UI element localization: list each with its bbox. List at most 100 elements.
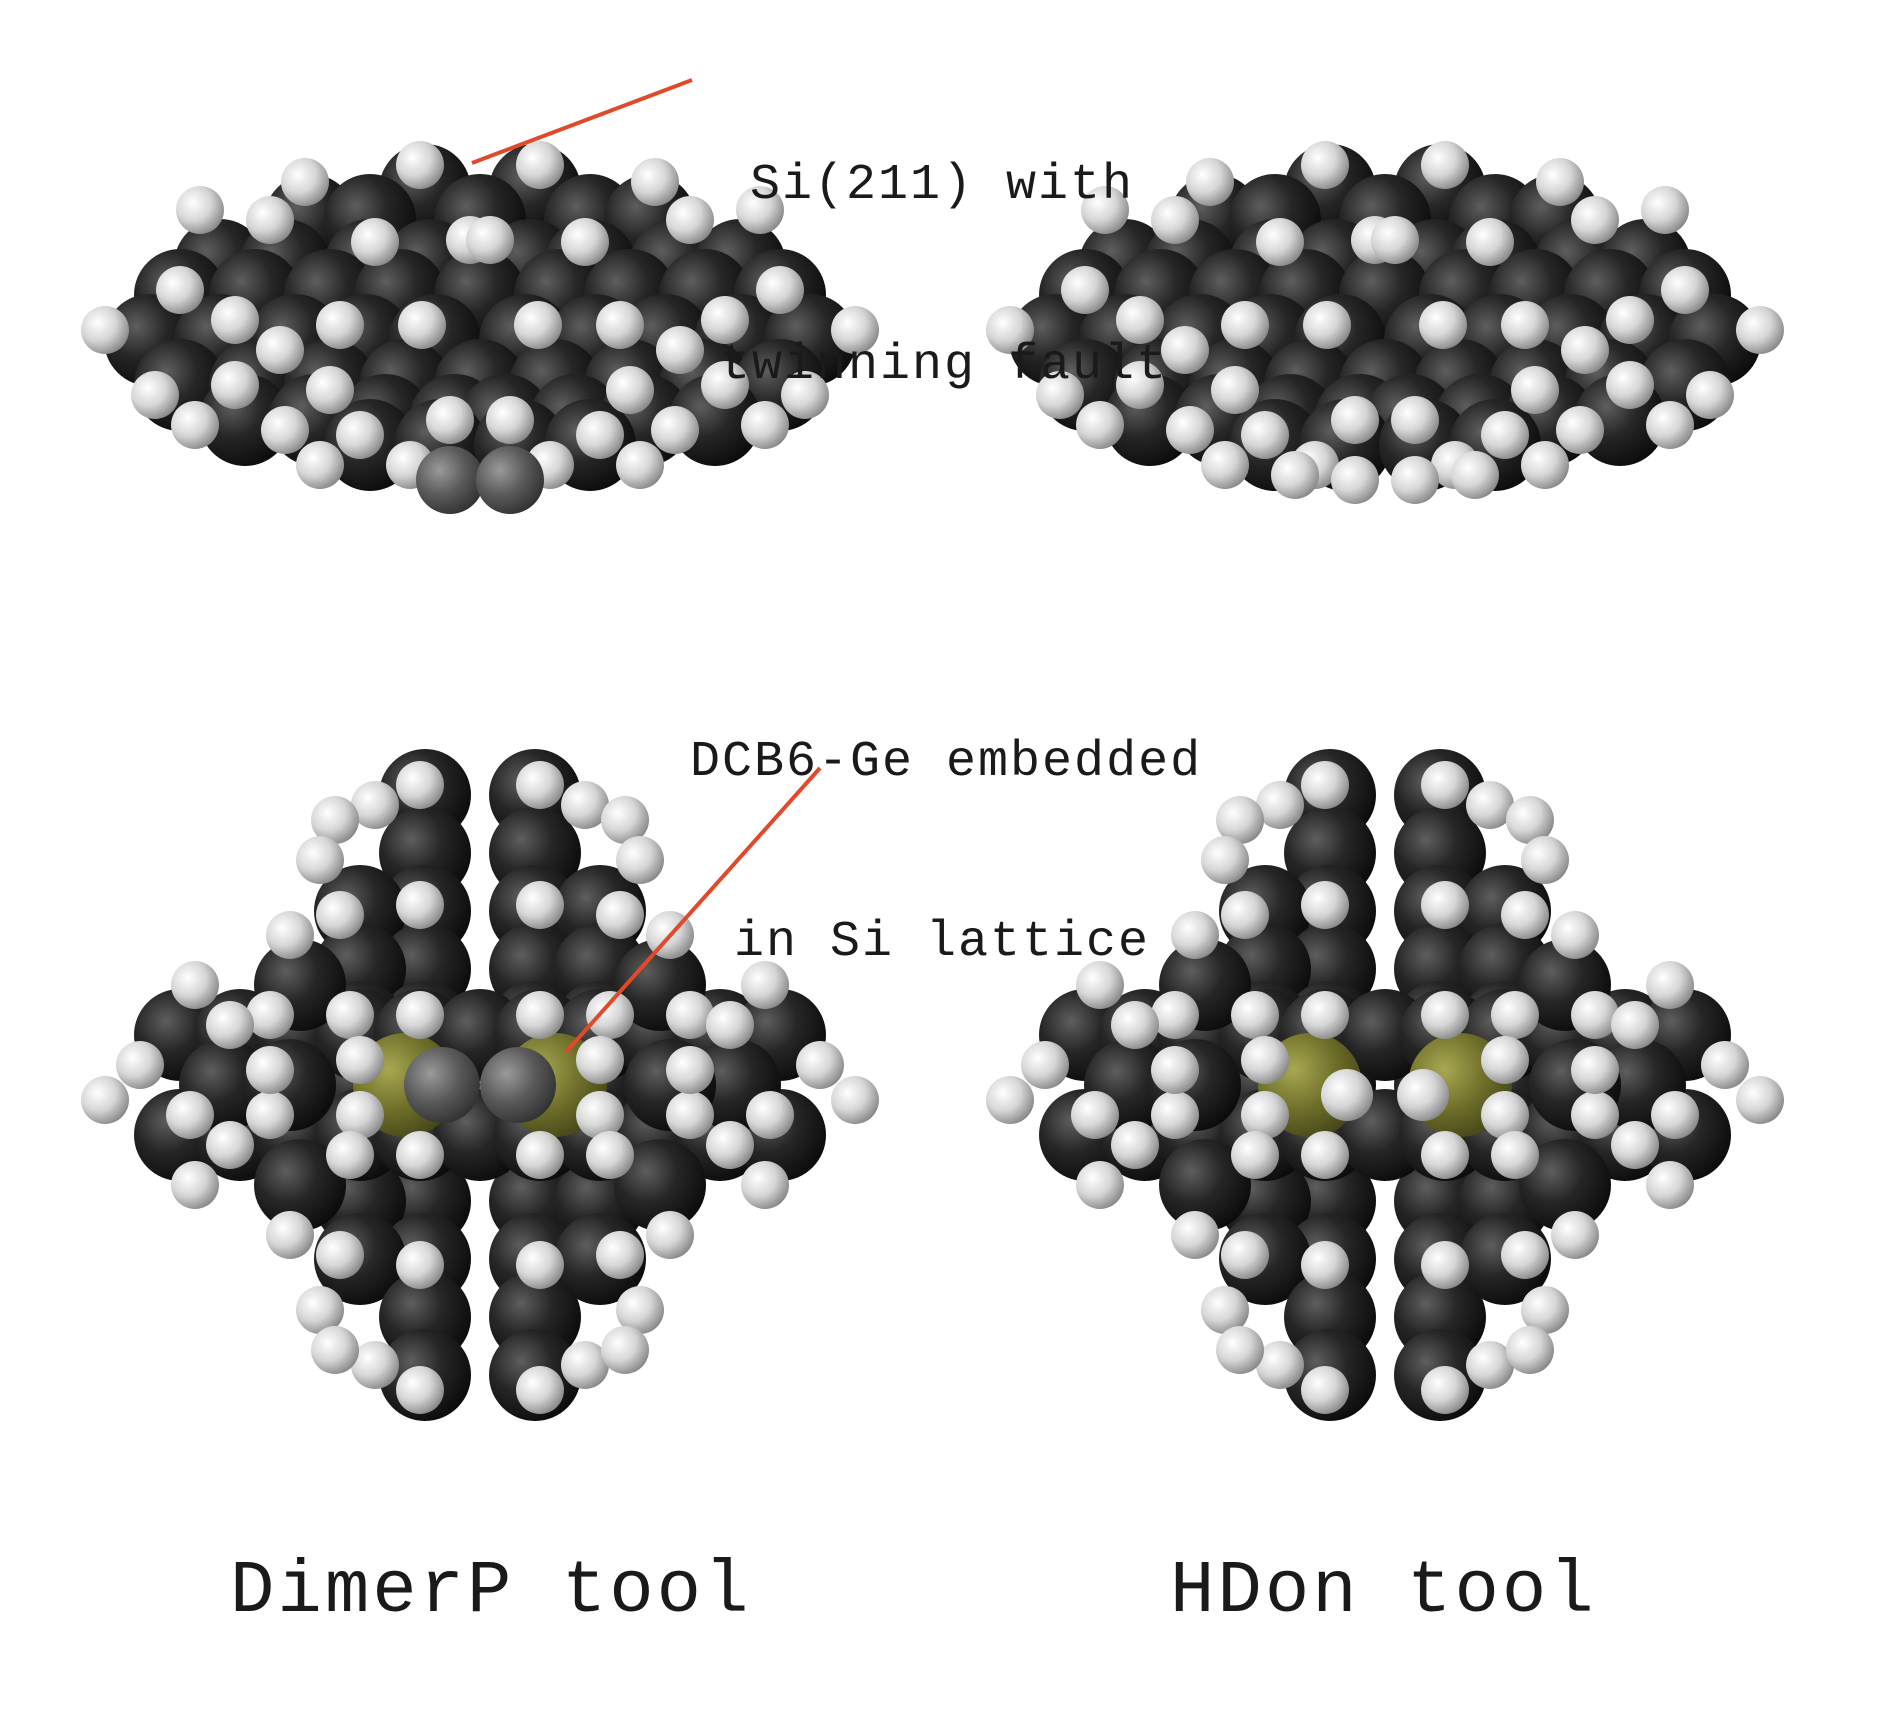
hydrogen-atom [1481, 411, 1529, 459]
hydrogen-atom [1301, 881, 1349, 929]
hydrogen-atom [561, 1341, 609, 1389]
hydrogen-atom [336, 411, 384, 459]
hydrogen-atom [561, 218, 609, 266]
carbon-atom [1519, 1139, 1611, 1231]
hydrogen-atom [1301, 1241, 1349, 1289]
hydrogen-atom [396, 881, 444, 929]
hydrogen-atom [606, 366, 654, 414]
hydrogen-atom [1111, 1121, 1159, 1169]
leader-line-middle [564, 766, 822, 1054]
dimer-carbon-atom [480, 1047, 556, 1123]
hydrogen-atom [1116, 361, 1164, 409]
hydrogen-atom [306, 366, 354, 414]
hydrogen-atom [1641, 186, 1689, 234]
hydrogen-atom [516, 1366, 564, 1414]
hydrogen-atom [1481, 1036, 1529, 1084]
hydrogen-atom [666, 196, 714, 244]
dimer-carbon-atom [476, 446, 544, 514]
hydrogen-atom [1076, 401, 1124, 449]
hydrogen-atom [1171, 1211, 1219, 1259]
hydrogen-atom [516, 991, 564, 1039]
hydrogen-atom [1397, 1069, 1449, 1121]
hydrogen-atom [316, 301, 364, 349]
annotation-dcb6-ge-line1: DCB6-Ge embedded [690, 734, 1203, 791]
hydrogen-atom [701, 361, 749, 409]
hydrogen-atom [1201, 441, 1249, 489]
hydrogen-atom [1451, 451, 1499, 499]
hydrogen-atom [1186, 158, 1234, 206]
caption-dimerp-tool: DimerP tool [230, 1550, 752, 1634]
dimer-carbon-atom [404, 1047, 480, 1123]
hydrogen-atom [576, 411, 624, 459]
hydrogen-atom [1151, 1046, 1199, 1094]
hydrogen-atom [171, 1161, 219, 1209]
hydrogen-atom [741, 401, 789, 449]
hydrogen-atom [1661, 266, 1709, 314]
hydrogen-atom [1321, 1069, 1373, 1121]
hydrogen-atom [1301, 991, 1349, 1039]
carbon-atom [1159, 1139, 1251, 1231]
hydrogen-atom [1231, 1131, 1279, 1179]
side-view-dimerp-tool [81, 141, 879, 514]
hydrogen-atom [596, 891, 644, 939]
top-view-dimerp-tool [81, 749, 879, 1421]
hydrogen-atom [1421, 991, 1469, 1039]
hydrogen-atom [1221, 1231, 1269, 1279]
hydrogen-atom [1419, 301, 1467, 349]
hydrogen-atom [741, 1161, 789, 1209]
hydrogen-atom [516, 881, 564, 929]
hydrogen-atom [311, 1326, 359, 1374]
hydrogen-atom [746, 1091, 794, 1139]
hydrogen-atom [1201, 836, 1249, 884]
hydrogen-atom [211, 296, 259, 344]
hydrogen-atom [326, 1131, 374, 1179]
hydrogen-atom [296, 836, 344, 884]
hydrogen-atom [1571, 991, 1619, 1039]
hydrogen-atom [426, 396, 474, 444]
hydrogen-atom [281, 158, 329, 206]
hydrogen-atom [1256, 781, 1304, 829]
hydrogen-atom [516, 761, 564, 809]
hydrogen-atom [576, 1091, 624, 1139]
hydrogen-atom [656, 326, 704, 374]
hydrogen-atom [586, 1131, 634, 1179]
hydrogen-atom [396, 1131, 444, 1179]
hydrogen-atom [116, 1041, 164, 1089]
hydrogen-atom [466, 216, 514, 264]
hydrogen-atom [1331, 396, 1379, 444]
hydrogen-atom [1611, 1001, 1659, 1049]
hydrogen-atom [256, 326, 304, 374]
hydrogen-atom [601, 796, 649, 844]
hydrogen-atom [1501, 1231, 1549, 1279]
hydrogen-atom [1076, 1161, 1124, 1209]
hydrogen-atom [1701, 1041, 1749, 1089]
hydrogen-atom [514, 301, 562, 349]
annotation-si211-line2: twinning fault [720, 337, 1169, 394]
hydrogen-atom [211, 361, 259, 409]
hydrogen-atom [1211, 366, 1259, 414]
hydrogen-atom [1646, 1161, 1694, 1209]
hydrogen-atom [266, 1211, 314, 1259]
hydrogen-atom [1611, 1121, 1659, 1169]
hydrogen-atom [586, 991, 634, 1039]
hydrogen-atom [1686, 371, 1734, 419]
hydrogen-atom [246, 196, 294, 244]
hydrogen-atom [1501, 891, 1549, 939]
top-view-hdon-tool [986, 749, 1784, 1421]
hydrogen-atom [616, 1286, 664, 1334]
hydrogen-atom [1221, 301, 1269, 349]
carbon-atom [614, 1139, 706, 1231]
hydrogen-atom [706, 1121, 754, 1169]
hydrogen-atom [1551, 1211, 1599, 1259]
hydrogen-atom [81, 306, 129, 354]
hydrogen-atom [1521, 441, 1569, 489]
hydrogen-atom [1241, 411, 1289, 459]
hydrogen-atom [1151, 991, 1199, 1039]
hydrogen-atom [831, 1076, 879, 1124]
hydrogen-atom [81, 1076, 129, 1124]
hydrogen-atom [1271, 451, 1319, 499]
hydrogen-atom [246, 1046, 294, 1094]
hydrogen-atom [781, 371, 829, 419]
hydrogen-atom [1221, 891, 1269, 939]
hydrogen-atom [1061, 266, 1109, 314]
